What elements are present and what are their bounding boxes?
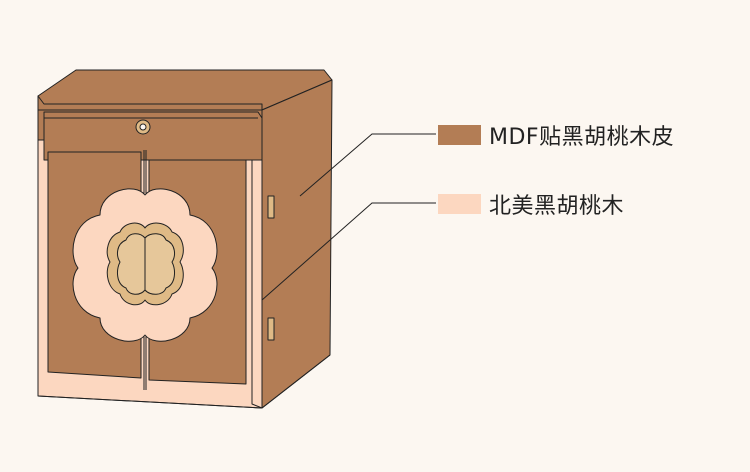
legend-item-solid-wood: 北美黑胡桃木 [438, 193, 624, 219]
leader-line-veneer [299, 133, 436, 197]
hinge-lower [267, 317, 275, 341]
cabinet-side-panel [261, 79, 333, 409]
hinge-upper [267, 195, 275, 219]
legend-label-veneer: MDF贴黑胡桃木皮 [489, 125, 675, 150]
legend-label-solid-wood: 北美黑胡桃木 [489, 194, 625, 219]
legend-item-veneer: MDF贴黑胡桃木皮 [438, 124, 674, 150]
leader-line-solid-wood [261, 202, 436, 301]
legend-swatch-veneer [438, 125, 481, 145]
legend-swatch-solid-wood [438, 194, 481, 214]
brass-handle-inner [117, 233, 175, 295]
cabinet-upper-rail [43, 111, 263, 161]
cabinet-bottom [37, 354, 331, 409]
cabinet-frame-edge [251, 149, 263, 409]
